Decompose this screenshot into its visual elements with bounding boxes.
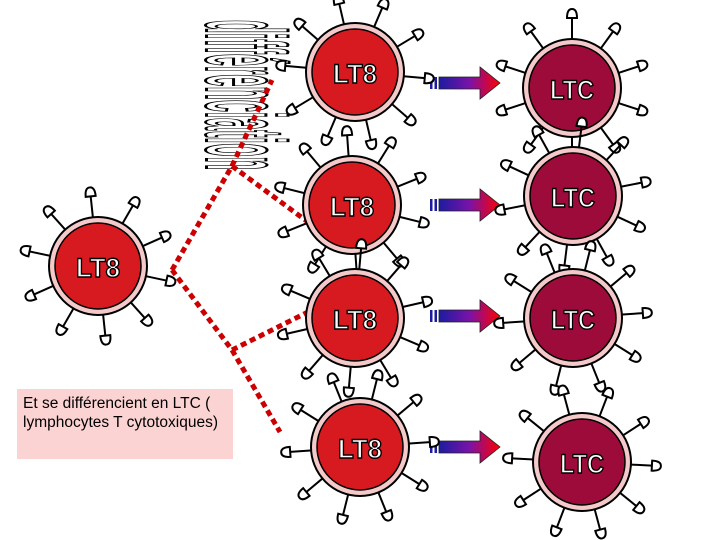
receptor-icon (638, 415, 651, 428)
receptor-icon (382, 510, 395, 522)
connector-upper-branch (232, 166, 312, 225)
diagram-title: différenciation (183, 20, 308, 170)
cell-label: LT8 (333, 305, 377, 335)
receptor-icon (429, 437, 439, 448)
receptor-icon (336, 514, 348, 525)
lt8-cell: LT8 (281, 369, 439, 525)
receptor-icon (372, 369, 384, 380)
caption-box: Et se différencient en LTC ( lymphocytes… (17, 389, 233, 459)
receptor-icon (274, 181, 285, 193)
receptor-icon (637, 105, 649, 117)
arrow-icon (439, 189, 500, 221)
receptor-icon (595, 528, 607, 539)
source-lt8-cell: LT8 (20, 187, 177, 345)
arrow-icon (439, 300, 500, 332)
receptor-icon (513, 496, 526, 509)
receptor-icon (609, 21, 622, 34)
receptor-icon (539, 243, 552, 255)
receptor-icon (385, 135, 398, 148)
receptor-icon (280, 283, 292, 296)
receptor-icon (378, 0, 391, 10)
receptor-icon (495, 105, 507, 117)
receptor-icon (603, 255, 616, 268)
arrow-tick (435, 310, 438, 322)
receptor-icon (417, 480, 430, 493)
cell-label: LTC (560, 449, 604, 479)
receptor-icon (495, 59, 507, 71)
receptor-icon (641, 176, 652, 188)
arrow-tick (430, 310, 433, 322)
receptor-icon (24, 290, 36, 303)
receptor-icon (424, 73, 434, 84)
differentiation-arrow (430, 67, 500, 99)
cell-label: LT8 (330, 192, 374, 222)
receptor-icon (160, 229, 172, 242)
receptor-icon (577, 117, 588, 127)
receptor-icon (356, 239, 367, 249)
arrow-tick (435, 77, 438, 89)
receptor-icon (503, 453, 513, 463)
ltc-cell: LTC (503, 384, 661, 539)
receptor-icon (503, 272, 516, 285)
arrow-icon (439, 67, 500, 99)
receptor-icon (54, 324, 67, 337)
receptor-icon (522, 21, 535, 34)
receptor-icon (634, 221, 646, 234)
differentiation-arrow (430, 431, 500, 463)
cell-label: LT8 (338, 434, 382, 464)
receptor-icon (326, 372, 339, 384)
arrow-tick (435, 199, 438, 211)
receptor-icon (387, 375, 400, 388)
receptor-icon (422, 295, 433, 307)
receptor-icon (332, 0, 344, 5)
receptor-icon (342, 126, 353, 136)
receptor-icon (276, 60, 286, 71)
cell-label: LTC (551, 183, 595, 213)
receptor-icon (522, 142, 535, 155)
receptor-icon (165, 276, 176, 288)
receptor-icon (20, 245, 31, 257)
receptor-icon (320, 134, 333, 146)
cell-label: LTC (550, 75, 594, 105)
cell-label: LTC (551, 305, 595, 335)
receptor-icon (412, 27, 425, 40)
receptor-icon (637, 59, 649, 71)
receptor-icon (290, 401, 303, 414)
receptor-icon (85, 187, 96, 197)
arrow-tick (430, 199, 433, 211)
differentiation-arrow (430, 189, 500, 221)
receptor-icon (652, 461, 662, 471)
cell-label: LT8 (333, 59, 377, 89)
receptor-icon (630, 351, 643, 364)
arrow-icon (439, 431, 500, 463)
receptor-icon (642, 308, 652, 319)
receptor-icon (277, 329, 288, 341)
receptor-icon (499, 158, 511, 171)
receptor-icon (100, 335, 111, 345)
ltc-cell: LTC (494, 240, 652, 396)
receptor-icon (129, 195, 142, 208)
receptor-icon (306, 262, 319, 275)
receptor-icon (417, 341, 429, 354)
receptor-icon (343, 387, 354, 397)
receptor-icon (549, 526, 562, 538)
arrows-layer (430, 67, 500, 463)
receptor-icon (366, 139, 378, 150)
receptor-icon (281, 447, 291, 458)
cell-label: LT8 (76, 253, 120, 283)
receptor-icon (567, 9, 577, 18)
receptor-icon (277, 227, 289, 240)
receptor-icon (419, 217, 430, 229)
differentiation-arrow (430, 300, 500, 332)
receptor-icon (310, 248, 323, 261)
receptor-icon (494, 318, 504, 329)
receptor-icon (415, 171, 427, 184)
